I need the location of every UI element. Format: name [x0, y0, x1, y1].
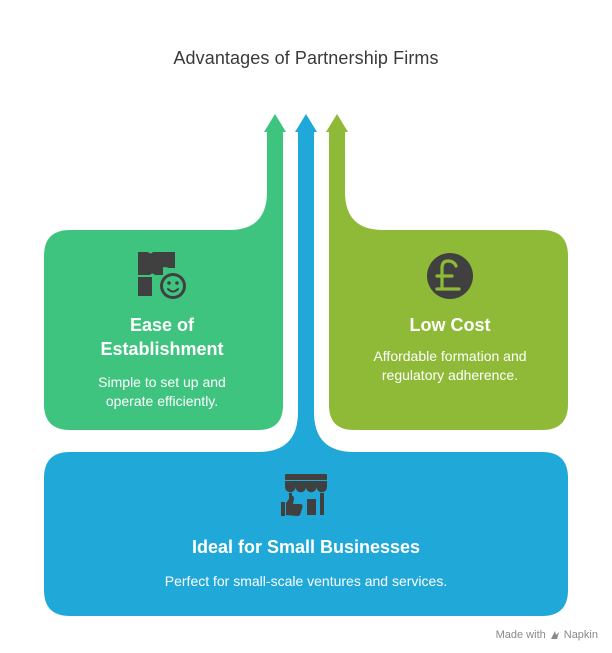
- napkin-brand-label: Napkin: [563, 629, 598, 641]
- small-business-card-title: Ideal for Small Businesses: [191, 537, 421, 557]
- ease-arrow-head: [264, 114, 286, 132]
- small-business-card-description: Perfect for small-scale ventures and ser…: [164, 573, 448, 589]
- pound-coin-icon: [427, 253, 473, 299]
- small-business-arrow-head: [295, 114, 317, 132]
- made-with-label: Made with: [495, 629, 546, 641]
- page-title: Advantages of Partnership Firms: [173, 48, 439, 68]
- puzzle-face-icon: [138, 252, 186, 299]
- low-cost-card-description: Affordable formation and regulatory adhe…: [373, 348, 527, 383]
- low-cost-arrow-head: [326, 114, 348, 132]
- napkin-logo-icon: [550, 631, 559, 639]
- ease-card-description: Simple to set up and operate efficiently…: [98, 374, 226, 409]
- small-business-card-shape: [44, 132, 568, 616]
- storefront-thumbs-up-icon: [281, 474, 327, 516]
- made-with-napkin-credit[interactable]: Made with Napkin: [496, 629, 598, 641]
- low-cost-card-title: Low Cost: [409, 315, 491, 335]
- ease-card-title: Ease of Establishment: [100, 315, 224, 359]
